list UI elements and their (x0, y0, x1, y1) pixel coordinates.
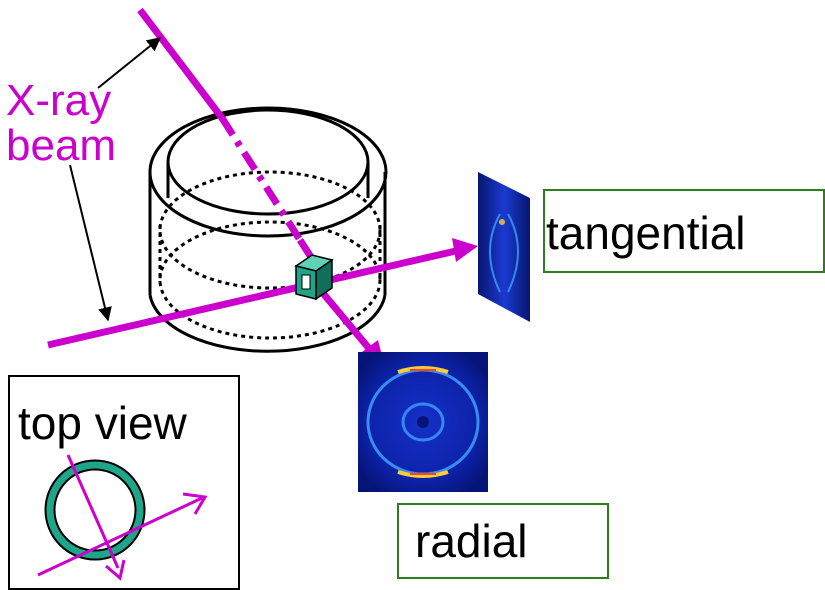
cylinder (148, 106, 388, 353)
label-pointer-top (97, 37, 162, 89)
label-pointer-bottom (69, 164, 112, 322)
radial-detector (358, 352, 488, 492)
top-view-label: top view (18, 397, 187, 449)
cylinder-top-inner (166, 108, 370, 216)
cylinder-top-outer (148, 106, 388, 238)
tangential-beam (47, 238, 478, 349)
radial-label: radial (415, 515, 528, 567)
xray-beam-label-line1: X-ray (6, 76, 112, 125)
tangential-label: tangential (546, 207, 746, 259)
cylinder-inner-dotted (158, 170, 382, 290)
top-view-graphic (37, 454, 208, 581)
xray-beam-label: X-ray beam (6, 78, 116, 168)
sample-cube (294, 254, 334, 301)
radial-box (397, 503, 609, 579)
tangential-beam-arrowhead (452, 238, 478, 262)
tangential-detector (478, 172, 530, 322)
cylinder-bottom-dotted (158, 220, 382, 340)
tangential-box (543, 189, 825, 273)
xray-beam-label-line2: beam (6, 121, 117, 170)
